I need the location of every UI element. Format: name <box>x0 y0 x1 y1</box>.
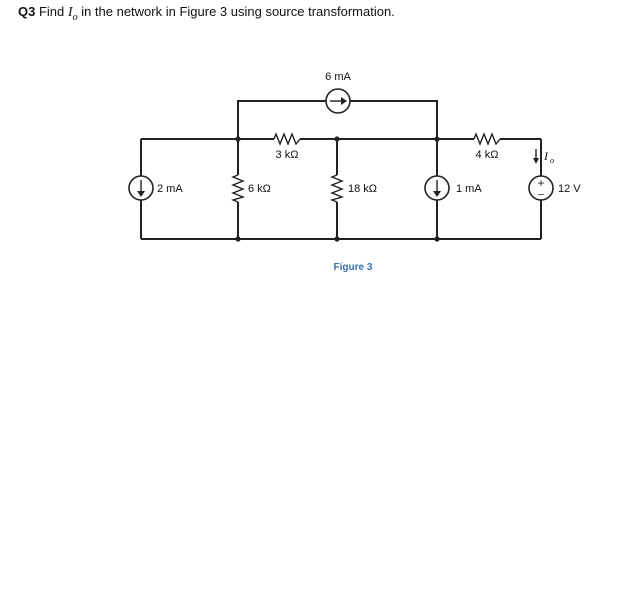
source-circle <box>528 175 554 201</box>
label-6k: 6 kΩ <box>248 183 271 195</box>
arrow-head-icon <box>533 158 539 164</box>
resistor-4k-symbol <box>473 132 501 146</box>
io-subscript: o <box>550 156 554 165</box>
circuit-wires <box>140 100 542 240</box>
question-text: Q3 Find Io in the network in Figure 3 us… <box>18 4 395 26</box>
question-variable: Io <box>67 5 78 23</box>
current-source-6ma <box>325 88 351 114</box>
junction-dot <box>434 236 440 242</box>
arrow-head-icon <box>341 97 347 105</box>
label-6ma: 6 mA <box>325 71 351 83</box>
junction-dot <box>235 236 241 242</box>
resistor-18k-symbol <box>329 174 345 203</box>
voltage-source-12v: + − <box>528 175 554 201</box>
junction-dots <box>235 136 440 242</box>
plus-sign: + <box>537 176 544 190</box>
current-source-2ma <box>128 175 154 201</box>
junction-dot <box>235 136 241 142</box>
arrow-head-icon <box>137 191 145 197</box>
junction-dot <box>334 136 340 142</box>
label-2ma: 2 mA <box>157 183 183 195</box>
label-1ma: 1 mA <box>456 183 482 195</box>
question-text-before: Find <box>38 4 65 19</box>
current-io-indicator: I o <box>533 149 554 165</box>
io-symbol: I <box>543 149 549 163</box>
arrow-head-icon <box>433 191 441 197</box>
label-18k: 18 kΩ <box>348 183 377 195</box>
resistor-6k-symbol <box>230 174 246 203</box>
question-text-after: in the network in Figure 3 using source … <box>81 4 395 19</box>
question-number: Q3 <box>18 4 36 19</box>
junction-dot <box>434 136 440 142</box>
label-4k: 4 kΩ <box>476 149 499 161</box>
resistor-3k-symbol <box>273 132 301 146</box>
label-12v: 12 V <box>558 183 581 195</box>
junction-dot <box>334 236 340 242</box>
minus-sign: − <box>538 189 544 201</box>
current-source-1ma <box>424 175 450 201</box>
label-3k: 3 kΩ <box>276 149 299 161</box>
figure-caption: Figure 3 <box>334 262 373 273</box>
